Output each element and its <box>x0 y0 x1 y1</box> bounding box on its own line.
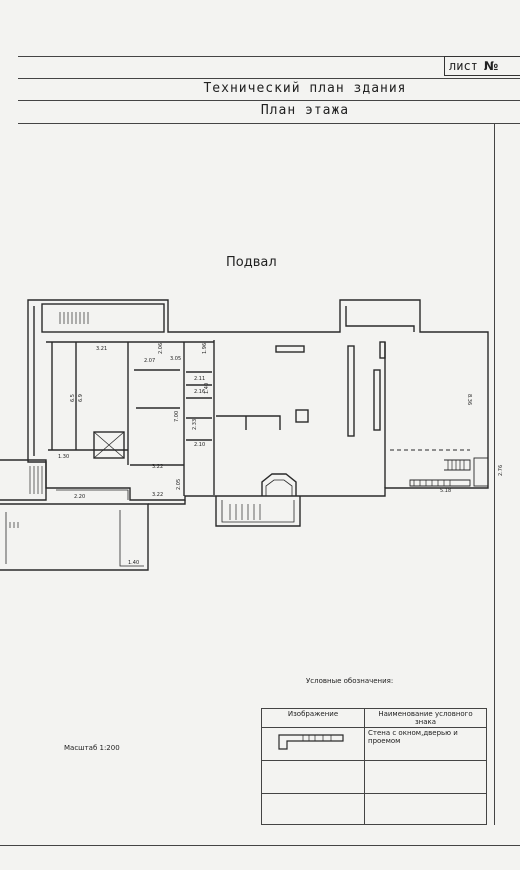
frame-bottom-line <box>0 845 520 846</box>
building-outline <box>27 299 489 501</box>
document-subtitle: План этажа <box>260 103 350 118</box>
dim-label-20: 5.18 <box>440 488 451 494</box>
document-title: Технический план здания <box>203 81 407 96</box>
stair-block-top <box>41 303 165 333</box>
sheet-number-box: лист № <box>444 56 520 76</box>
legend-header-row: Изображение Наименование условного знака <box>261 708 487 728</box>
dim-label-18: 8.36 <box>466 394 472 405</box>
sheet-number-label: № <box>483 59 499 73</box>
dim-label-7: 2.16 <box>194 389 205 395</box>
dim-label-3: 2.06 <box>158 343 164 354</box>
legend-col-name: Наименование условного знака <box>364 708 487 728</box>
frame-right-line <box>494 123 495 825</box>
dim-label-1: 3.21 <box>96 346 107 352</box>
dim-label-11: 2.10 <box>194 442 205 448</box>
dim-label-4: 3.05 <box>170 356 181 362</box>
legend-row: Стена с окном,дверью и проемом <box>261 727 487 761</box>
dim-label-8: 1.40 <box>204 383 210 394</box>
dim-label-14: 3.22 <box>152 492 163 498</box>
dim-label-19: 2.76 <box>498 465 504 476</box>
scale-label: Масштаб 1:200 <box>64 744 120 752</box>
legend-empty-row <box>261 793 487 825</box>
floor-label: Подвал <box>226 255 277 270</box>
dim-label-6: 2.11 <box>194 376 205 382</box>
dim-label-13: 3.22 <box>152 464 163 470</box>
frame-top-line <box>18 56 520 57</box>
dim-label-17: 1.40 <box>128 560 139 566</box>
dim-label-21: 6.5 <box>70 394 76 402</box>
elevator-shaft <box>93 431 125 459</box>
dim-label-10: 7.00 <box>174 411 180 422</box>
dim-label-2: 2.07 <box>144 358 155 364</box>
dim-label-22: 6.9 <box>78 394 84 402</box>
dim-label-16: 2.20 <box>74 494 85 500</box>
wall-with-window-door-symbol <box>278 734 344 750</box>
frame-title-line-3 <box>18 123 520 124</box>
dim-label-12: 1.30 <box>58 454 69 460</box>
legend-row-image <box>261 727 365 761</box>
frame-title-line-1 <box>18 78 520 79</box>
floor-plan-drawing: 3.21 2.07 2.06 3.05 1.96 2.11 2.16 1.40 … <box>0 299 504 571</box>
dim-label-9: 2.33 <box>192 419 198 430</box>
sheet-label: лист <box>449 59 478 73</box>
legend-row-name: Стена с окном,дверью и проемом <box>364 727 487 761</box>
legend-title: Условные обозначения: <box>306 677 394 685</box>
dim-label-15: 2.05 <box>176 479 182 490</box>
dim-label-5: 1.96 <box>202 343 208 354</box>
legend-col-image: Изображение <box>261 708 365 728</box>
legend-empty-row <box>261 760 487 794</box>
legend-table: Изображение Наименование условного знака… <box>261 708 487 825</box>
frame-title-line-2 <box>18 100 520 101</box>
